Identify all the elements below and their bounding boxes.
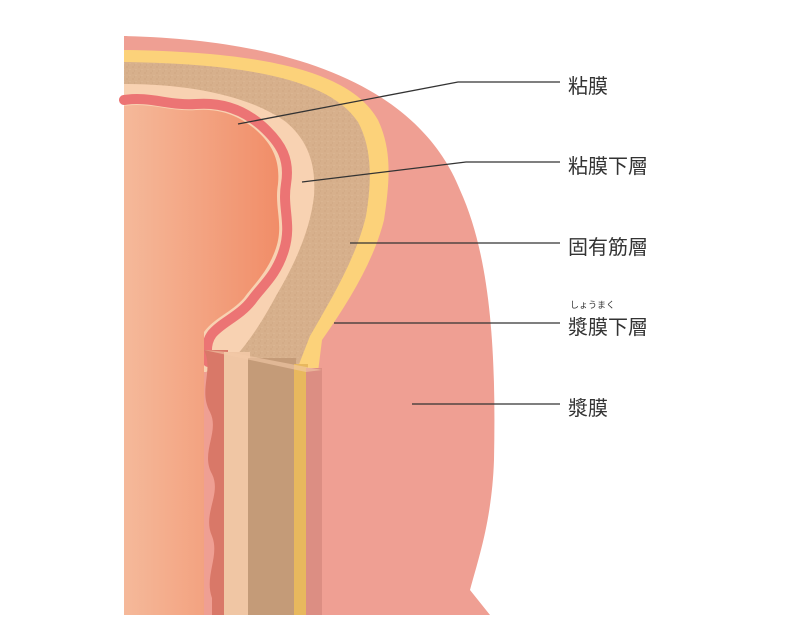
mucosa-layer bbox=[119, 94, 293, 367]
label-mucosa: 粘膜 bbox=[568, 74, 608, 98]
label-submucosa: 粘膜下層 bbox=[568, 154, 648, 178]
label-muscularis: 固有筋層 bbox=[568, 235, 648, 259]
leader-line-submucosa bbox=[301, 161, 560, 183]
leader-line-mucosa bbox=[237, 81, 560, 125]
ruby-subserosa: しょうまく bbox=[570, 301, 616, 311]
label-serosa: 漿膜 bbox=[568, 396, 608, 420]
label-subserosa: 漿膜下層 bbox=[568, 315, 648, 339]
cut-face bbox=[204, 350, 322, 615]
lumen bbox=[124, 105, 280, 615]
